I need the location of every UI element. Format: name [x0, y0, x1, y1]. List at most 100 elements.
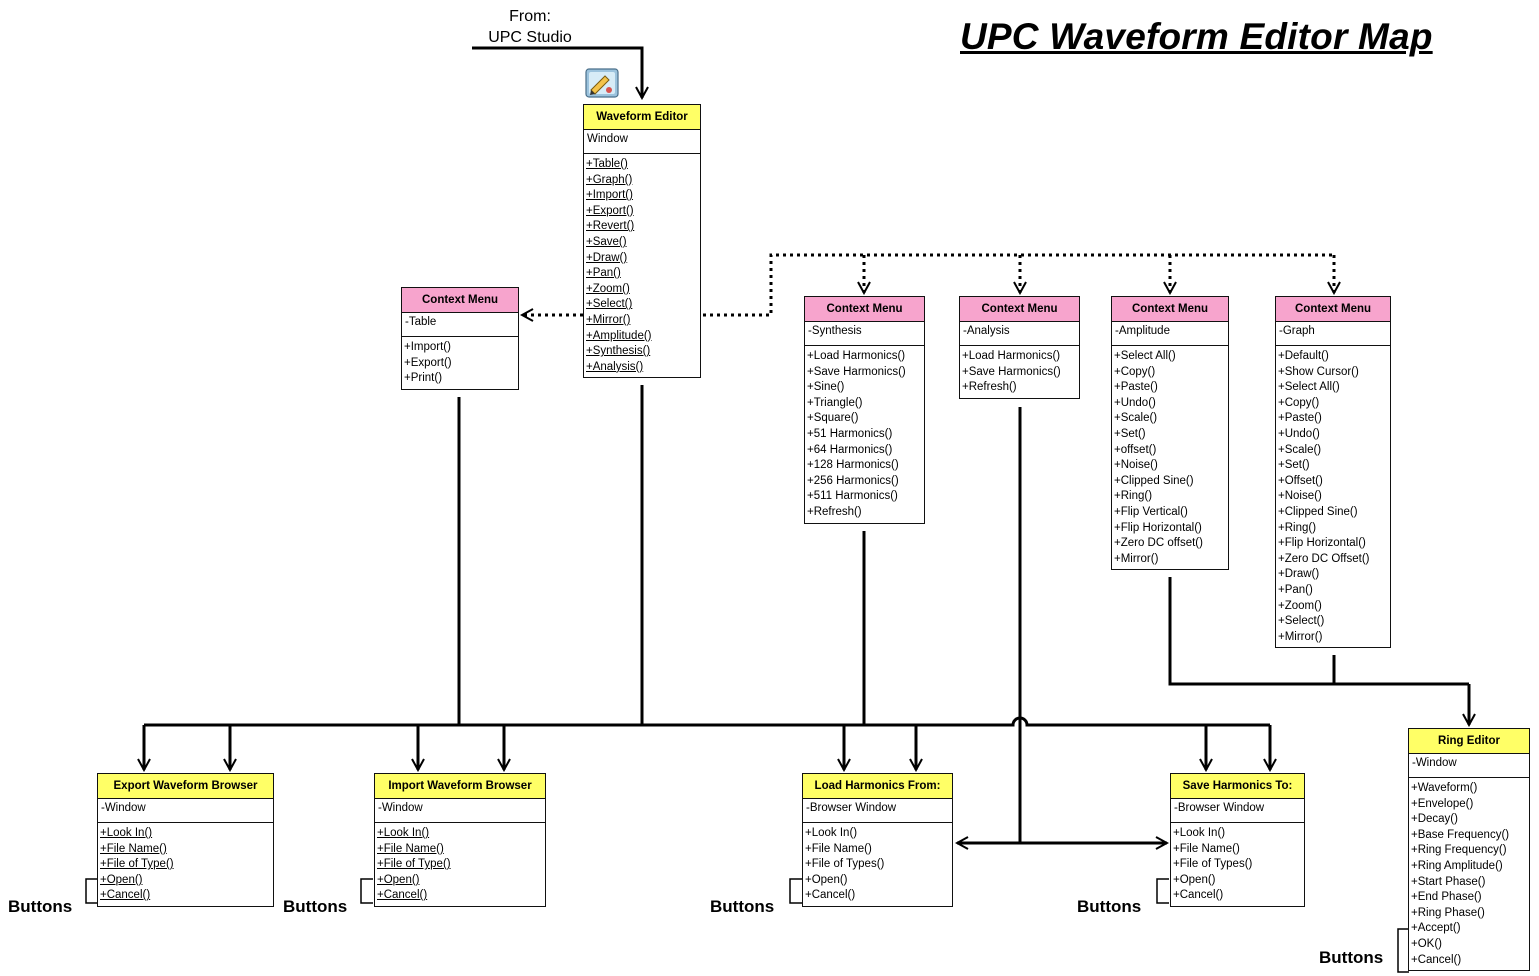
operation-item: +OK() — [1411, 937, 1442, 950]
box-attribute: -Analysis — [960, 322, 1079, 346]
operation-item: +End Phase() — [1411, 891, 1482, 904]
from-caption: From: — [509, 8, 551, 25]
operation-item: +Decay() — [1411, 813, 1458, 826]
operation-item: +Clipped Sine() — [1114, 474, 1194, 487]
operation-item: +Zoom() — [1278, 599, 1322, 612]
operation-item: +64 Harmonics() — [807, 443, 893, 456]
main-bus — [144, 716, 1270, 727]
operation-item: +Cancel() — [1411, 953, 1462, 966]
bracket-load — [789, 878, 802, 904]
operation-item: +Table() — [586, 158, 628, 170]
operation-item: +File of Type() — [100, 858, 174, 871]
operation-item: +Graph() — [586, 173, 633, 186]
box-title: Context Menu — [960, 297, 1079, 322]
box-attribute: -Table — [402, 313, 518, 337]
context-menu-synthesis-box: Context Menu-Synthesis+Load Harmonics()+… — [804, 296, 925, 524]
buttons-label-save: Buttons — [1077, 897, 1142, 916]
box-title: Context Menu — [1112, 297, 1228, 322]
operation-item: +Select() — [586, 298, 633, 311]
operation-item: +Select() — [1278, 615, 1325, 628]
operation-item: +Look In() — [805, 827, 858, 839]
operation-item: +51 Harmonics() — [807, 427, 893, 440]
operation-item: +Noise() — [1278, 490, 1322, 503]
box-title: Ring Editor — [1409, 729, 1529, 754]
operation-item: +File Name() — [1173, 842, 1240, 855]
operation-item: +Set() — [1114, 427, 1146, 440]
operation-item: +Copy() — [1278, 396, 1320, 409]
box-operations: +Default()+Show Cursor()+Select All()+Co… — [1276, 346, 1390, 647]
buttons-label-export: Buttons — [8, 897, 73, 916]
operation-item: +Select All() — [1278, 381, 1340, 394]
operation-item: +Look In() — [377, 827, 430, 839]
operation-item: +Default() — [1278, 350, 1329, 362]
operation-item: +Pan() — [1278, 583, 1313, 596]
operation-item: +Save Harmonics() — [962, 365, 1061, 378]
box-operations: +Waveform()+Envelope()+Decay()+Base Freq… — [1409, 778, 1529, 970]
operation-item: +Pan() — [586, 267, 621, 280]
operation-item: +Mirror() — [1278, 630, 1323, 643]
buttons-label-import: Buttons — [283, 897, 348, 916]
operation-item: +Flip Horizontal() — [1278, 537, 1366, 550]
operation-item: +Ring Frequency() — [1411, 844, 1507, 857]
operation-item: +Import() — [404, 341, 451, 353]
box-attribute: -Synthesis — [805, 322, 924, 346]
operation-item: +File Name() — [377, 842, 444, 855]
page-title: UPC Waveform Editor Map — [960, 16, 1433, 57]
box-attribute: -Browser Window — [1171, 799, 1304, 823]
operation-item: +Open() — [805, 873, 848, 886]
operation-item: +Waveform() — [1411, 782, 1478, 794]
operation-item: +Look In() — [1173, 827, 1226, 839]
box-operations: +Look In()+File Name()+File of Types()+O… — [1171, 823, 1304, 906]
box-attribute: -Amplitude — [1112, 322, 1228, 346]
operation-item: +Clipped Sine() — [1278, 505, 1358, 518]
box-attribute: -Browser Window — [803, 799, 952, 823]
export-waveform-browser-box: Export Waveform Browser-Window+Look In()… — [97, 773, 274, 907]
operation-item: +511 Harmonics() — [807, 490, 898, 503]
save-harmonics-box: Save Harmonics To:-Browser Window +Look I… — [1170, 773, 1305, 907]
operation-item: +Sine() — [807, 381, 845, 394]
dotted-link-bus — [703, 253, 1334, 317]
box-title: Waveform Editor — [584, 105, 700, 130]
operation-item: +Offset() — [1278, 474, 1323, 487]
box-operations: +Look In()+File Name()+File of Type()+Op… — [98, 823, 273, 906]
line-amplitude-down — [1168, 577, 1469, 686]
operation-item: +File Name() — [805, 842, 872, 855]
box-attribute: -Graph — [1276, 322, 1390, 346]
operation-item: +Base Frequency() — [1411, 828, 1510, 841]
box-title: Save Harmonics To: — [1171, 774, 1304, 799]
box-operations: +Table()+Graph()+Import()+Export()+Rever… — [584, 154, 700, 377]
box-title: Context Menu — [402, 288, 518, 313]
operation-item: +Synthesis() — [586, 345, 651, 358]
operation-item: +Refresh() — [962, 381, 1017, 394]
operation-item: +offset() — [1114, 443, 1157, 456]
operation-item: +Zero DC offset() — [1114, 537, 1203, 550]
operation-item: +Flip Vertical() — [1114, 505, 1188, 518]
box-title: Context Menu — [1276, 297, 1390, 322]
operation-item: +Open() — [100, 873, 143, 886]
operation-item: +Mirror() — [1114, 552, 1159, 565]
operation-item: +Refresh() — [807, 505, 862, 518]
box-operations: +Import()+Export()+Print() — [402, 337, 518, 389]
operation-item: +File of Types() — [805, 858, 885, 871]
from-label: From: UPC Studio — [470, 6, 590, 48]
entry-arrow — [592, 46, 642, 98]
bracket-import — [360, 878, 373, 904]
box-operations: +Load Harmonics()+Save Harmonics()+Sine(… — [805, 346, 924, 523]
operation-item: +Paste() — [1278, 412, 1322, 425]
box-title: Context Menu — [805, 297, 924, 322]
operation-item: +Noise() — [1114, 459, 1158, 472]
operation-item: +Set() — [1278, 459, 1310, 472]
operation-item: +256 Harmonics() — [807, 474, 899, 487]
operation-item: +Square() — [807, 412, 859, 425]
from-source: UPC Studio — [488, 29, 572, 46]
box-attribute: -Window — [98, 799, 273, 823]
operation-item: +Select All() — [1114, 350, 1176, 362]
box-title: Import Waveform Browser — [375, 774, 545, 799]
operation-item: +Zoom() — [586, 282, 630, 295]
operation-item: +Cancel() — [377, 889, 428, 902]
buttons-label-load: Buttons — [710, 897, 775, 916]
operation-item: +Ring Amplitude() — [1411, 859, 1503, 872]
context-menu-analysis-box: Context Menu-Analysis+Load Harmonics()+S… — [959, 296, 1080, 399]
operation-item: +Cancel() — [805, 889, 856, 902]
